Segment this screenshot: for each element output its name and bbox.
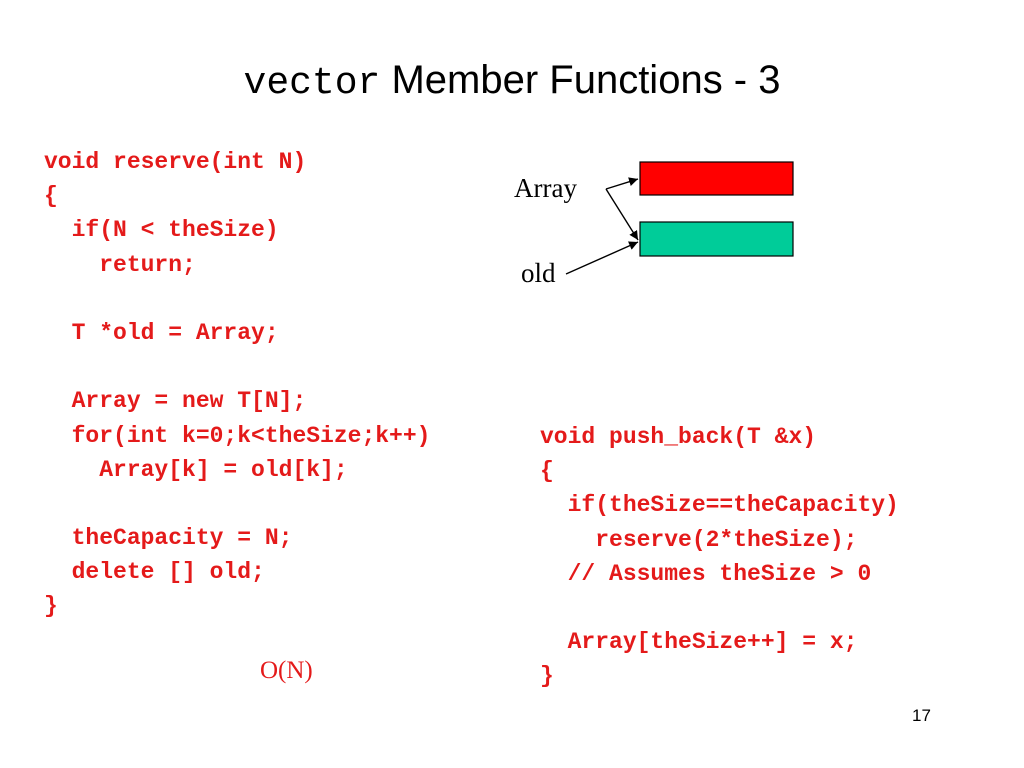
push-back-code-block: void push_back(T &x) { if(theSize==theCap… [540, 420, 899, 694]
code-line: Array = new T[N]; [44, 388, 307, 415]
code-line: delete [] old; [44, 559, 265, 586]
slide-title: vector Member Functions - 3 [0, 58, 1024, 105]
array-pointer-label: Array [514, 173, 577, 203]
code-line [44, 350, 430, 384]
title-text: Member Functions - 3 [380, 58, 781, 102]
code-line: // Assumes theSize > 0 [540, 560, 872, 587]
code-line: { [44, 183, 58, 210]
code-line: if(theSize==theCapacity) [540, 492, 899, 519]
code-line: return; [44, 251, 196, 278]
code-line: } [540, 663, 554, 690]
code-line: theCapacity = N; [44, 525, 293, 552]
array-old-target-arrow [605, 188, 639, 241]
page-number: 17 [912, 706, 931, 725]
code-line: if(N < theSize) [44, 217, 279, 244]
code-line: void reserve(int N) [44, 149, 307, 175]
old-pointer-label: old [521, 258, 556, 288]
title-code-word: vector [243, 62, 381, 105]
new-array-block [639, 161, 794, 196]
code-line [44, 282, 430, 316]
old-array-block [639, 221, 794, 257]
code-line: for(int k=0;k<theSize;k++) [44, 422, 431, 449]
code-line: T *old = Array; [44, 319, 279, 346]
code-line: Array[theSize++] = x; [540, 629, 858, 656]
code-line [44, 487, 430, 521]
complexity-label: O(N) [260, 657, 313, 684]
code-line: reserve(2*theSize); [540, 526, 858, 553]
code-line: { [540, 458, 554, 485]
code-line: } [44, 593, 58, 620]
code-line: void push_back(T &x) [540, 424, 817, 450]
array-pointer-arrow [605, 177, 639, 190]
reserve-code-block: void reserve(int N) { if(N < theSize) ret… [44, 145, 430, 624]
old-pointer-arrow [565, 241, 639, 275]
code-line [540, 591, 899, 625]
code-line: Array[k] = old[k]; [44, 456, 348, 483]
